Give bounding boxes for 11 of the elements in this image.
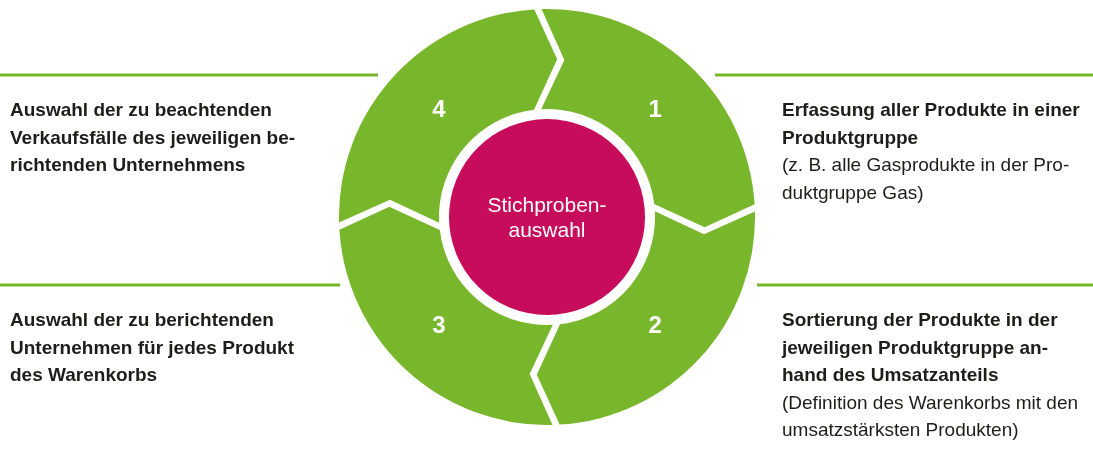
- step-number: 4: [432, 96, 446, 121]
- step-note: (z. B. alle Gasprodukte in der Pro- duktgruppe Gas): [782, 153, 1071, 205]
- step-title: Auswahl der zu berichtenden Unternehmen für jedes Produkt des Warenkorbs: [10, 308, 295, 387]
- step-number: 1: [648, 96, 662, 121]
- step-title: Sortierung der Produkte in der jeweiligen Produktgruppe an- hand des Umsatzanteils: [782, 308, 1059, 387]
- step-number: 2: [648, 313, 662, 338]
- step-title: Auswahl der zu beachtenden Verkaufsfälle des jeweiligen be- richtenden Unternehmens: [10, 98, 297, 177]
- step-title: Erfassung aller Produkte in einer Produktgruppe: [782, 98, 1081, 150]
- step-number: 3: [432, 313, 446, 338]
- step-note: (Definition des Warenkorbs mit den umsatzstärksten Produkten): [782, 390, 1080, 442]
- center-label: Stichproben- auswahl: [486, 192, 608, 242]
